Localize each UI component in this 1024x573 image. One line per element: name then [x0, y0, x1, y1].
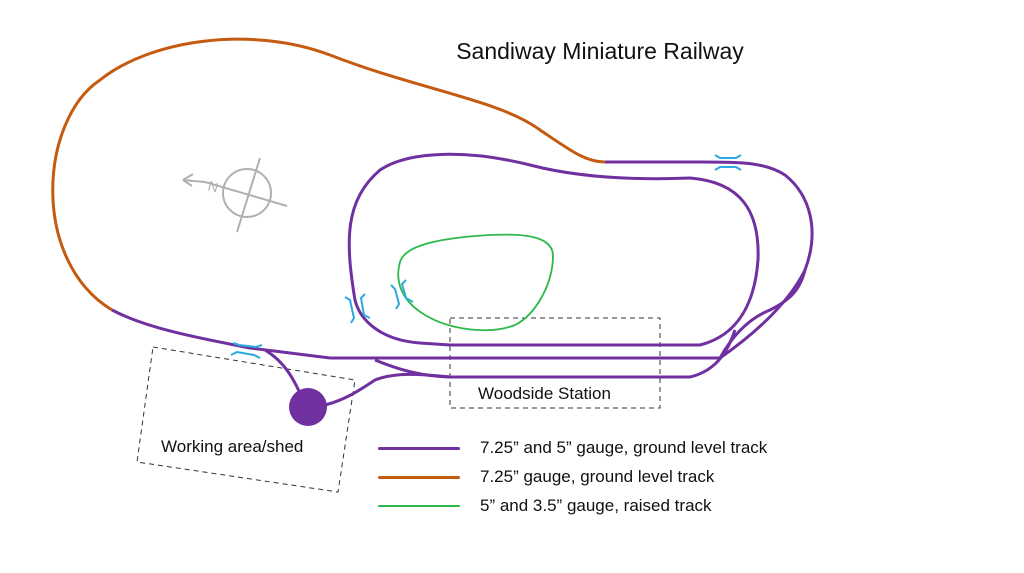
- raised-track-loop: [397, 233, 554, 332]
- shed-label: Working area/shed: [161, 437, 304, 456]
- legend-item-single-gauge: 7.25” gauge, ground level track: [378, 466, 714, 488]
- station-boundary: [449, 317, 661, 409]
- bridge-marker-left-outer: [344, 293, 371, 324]
- link-track: [718, 269, 807, 359]
- page-title: Sandiway Miniature Railway: [456, 38, 744, 64]
- legend-swatch: [378, 446, 460, 450]
- compass-north-letter: N: [206, 177, 220, 195]
- legend-item-raised: 5” and 3.5” gauge, raised track: [378, 495, 712, 517]
- bridge-marker-left-inner: [390, 279, 414, 310]
- legend-item-dual-gauge: 7.25” and 5” gauge, ground level track: [378, 437, 767, 459]
- station-label: Woodside Station: [478, 384, 611, 403]
- compass-icon: [182, 157, 288, 233]
- outer-loop-track: [111, 160, 814, 360]
- legend-label: 7.25” and 5” gauge, ground level track: [480, 438, 768, 457]
- legend-label: 5” and 3.5” gauge, raised track: [480, 496, 712, 515]
- inner-loop-track: [347, 152, 760, 347]
- legend-swatch: [378, 475, 460, 479]
- turntable-marker: [289, 388, 327, 426]
- legend-swatch: [378, 505, 460, 507]
- bridge-marker-shed: [230, 342, 263, 359]
- shed-access-track: [324, 372, 451, 407]
- orange-track-outer-loop: [51, 37, 606, 312]
- bridge-marker-top: [714, 154, 742, 171]
- purple-track-network: [111, 152, 814, 407]
- station-siding-track: [374, 329, 737, 379]
- legend-label: 7.25” gauge, ground level track: [480, 467, 715, 486]
